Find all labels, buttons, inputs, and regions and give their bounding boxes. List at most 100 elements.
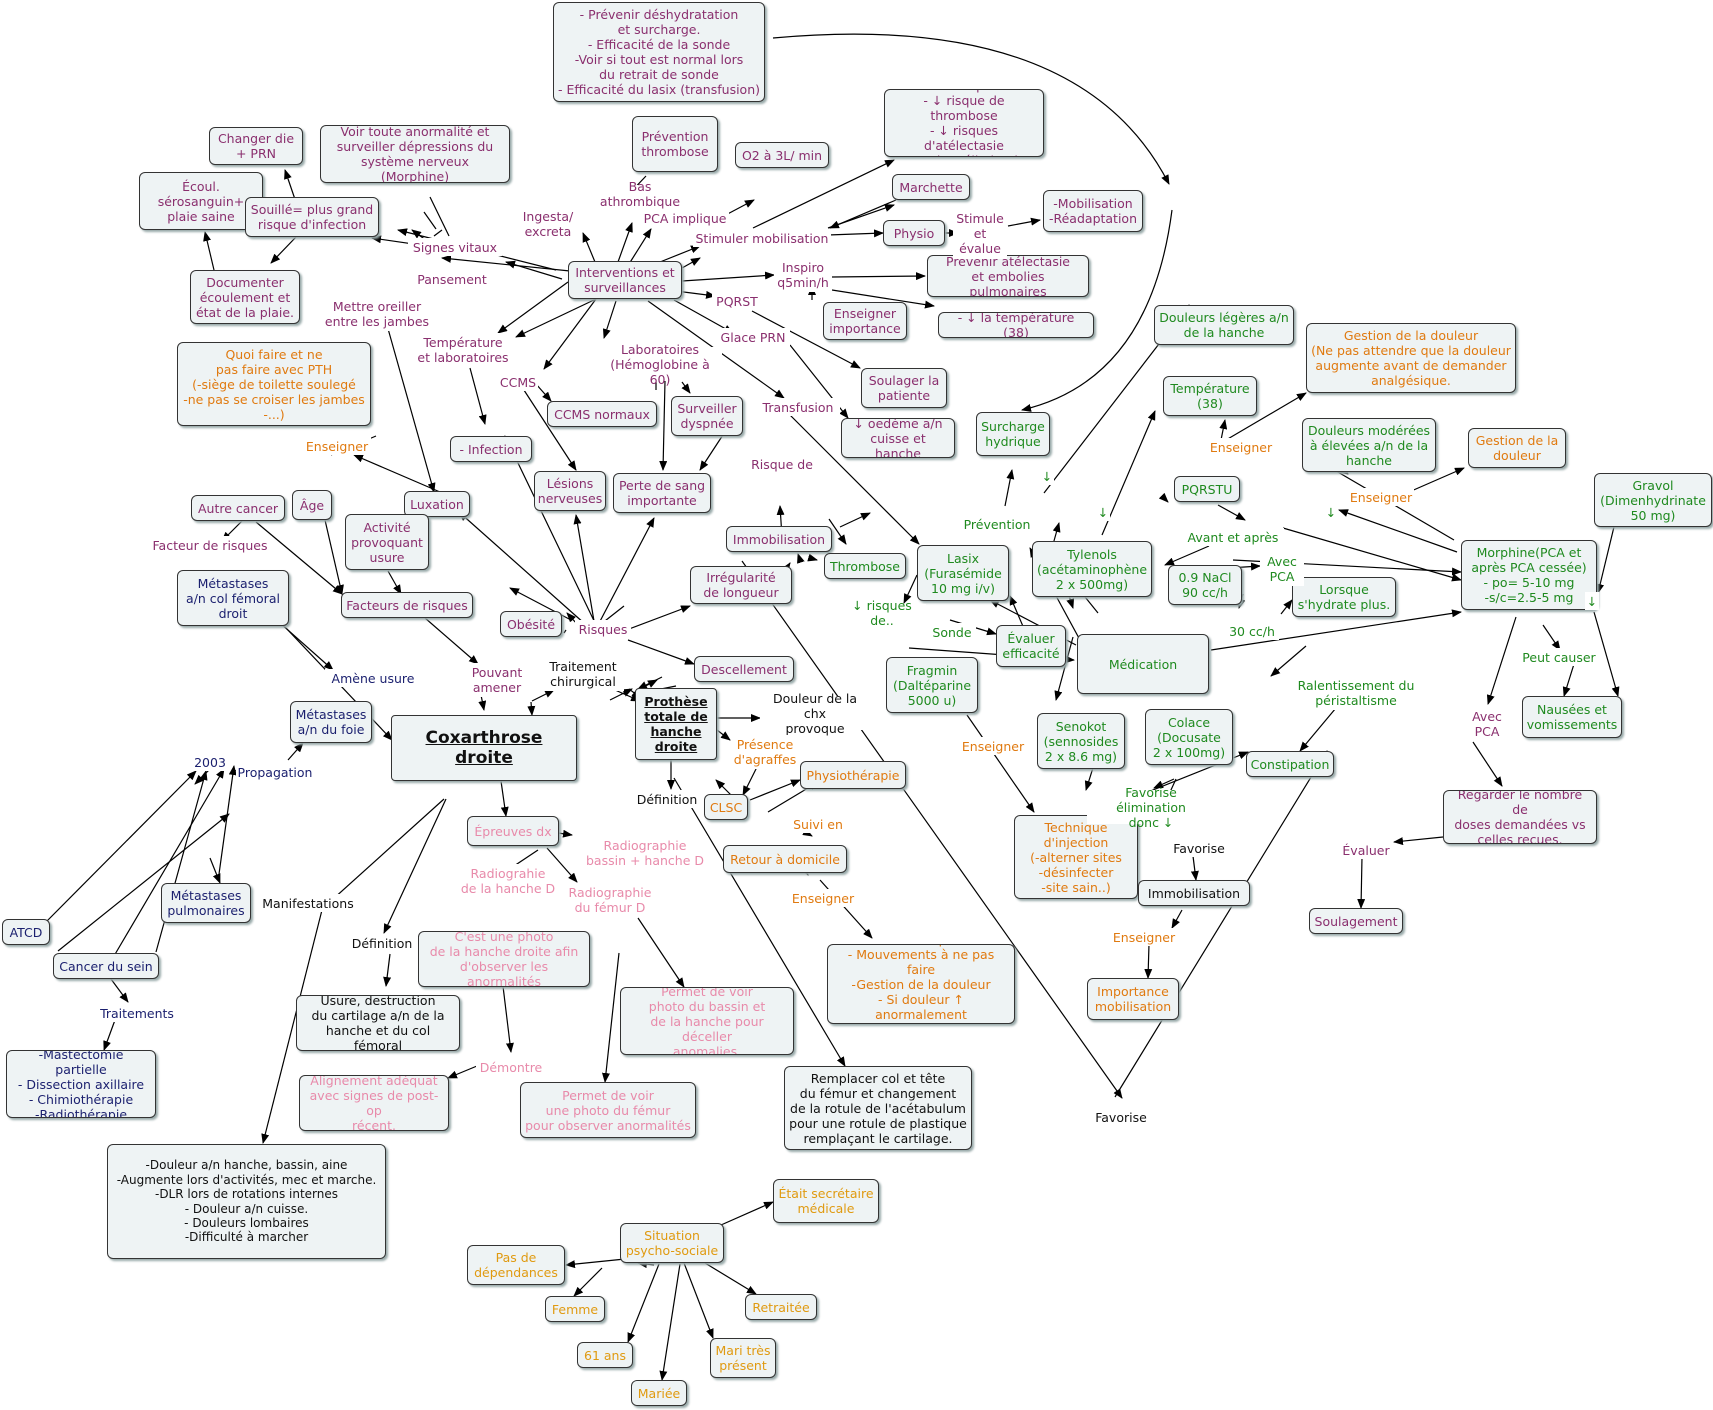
node-medication[interactable]: Médication xyxy=(1077,634,1209,694)
node-perte-de-sang-importante[interactable]: Perte de sang importante xyxy=(613,473,711,513)
node-obesite[interactable]: Obésité xyxy=(500,611,562,637)
node-facteurs-de-risques[interactable]: Facteurs de risques xyxy=(341,592,473,618)
node-lasix-furasemide-10-mg-i-v[interactable]: Lasix (Furasémide 10 mg i/v) xyxy=(917,545,1009,601)
node-soins-de-plaie-mouvements-a-ne-pas-f[interactable]: - Soins de plaie - Mouvements à ne pas f… xyxy=(827,944,1015,1024)
node-pqrstu[interactable]: PQRSTU xyxy=(1174,476,1240,502)
node-alignement-adequat-avec-signes-de-po[interactable]: Alignement adéquat avec signes de post-o… xyxy=(299,1075,449,1131)
link-label-ingesta-excreta: Ingesta/ excreta xyxy=(518,206,578,242)
node-souille-plus-grand-risque-d-infectio[interactable]: Souillé= plus grand risque d'infection xyxy=(245,197,379,237)
node-prevenir-atelectasie-et-embolies-pul[interactable]: Prévenir atélectasie et embolies pulmona… xyxy=(927,255,1089,297)
node-physiotherapie[interactable]: Physiothérapie xyxy=(800,761,906,789)
node-surcharge-hydrique[interactable]: Surcharge hydrique xyxy=(976,412,1050,456)
node-enseigner-importance[interactable]: Enseigner importance xyxy=(823,302,907,340)
node-activite-provoquant-usure[interactable]: Activité provoquant usure xyxy=(345,514,429,570)
node-usure-destruction-du-cartilage-a-n-d[interactable]: Usure, destruction du cartilage a/n de l… xyxy=(296,995,460,1051)
node-metastases-a-n-du-foie[interactable]: Métastases a/n du foie xyxy=(290,701,372,743)
node-mobilisation-readaptation[interactable]: -Mobilisation -Réadaptation xyxy=(1043,190,1143,232)
node-gestion-de-la-douleur[interactable]: Gestion de la douleur xyxy=(1468,428,1566,468)
node-surveiller-dyspnee[interactable]: Surveiller dyspnée xyxy=(671,396,743,436)
node-immobilisation[interactable]: Immobilisation xyxy=(726,526,832,552)
node-fragmin-dalteparine-5000-u[interactable]: Fragmin (Daltéparine 5000 u) xyxy=(886,657,978,713)
node-o2-a-3l-min[interactable]: O2 à 3L/ min xyxy=(735,142,829,168)
node-situation-psycho-sociale[interactable]: Situation psycho-sociale xyxy=(620,1223,724,1263)
connector-33 xyxy=(469,367,487,425)
connector-124 xyxy=(683,1262,714,1339)
node-clsc[interactable]: CLSC xyxy=(704,794,748,820)
node-mastectomie-partielle-dissection-axi[interactable]: -Mastectomie partielle - Dissection axil… xyxy=(6,1050,156,1118)
node-documenter-ecoulement-et-etat-de-la-[interactable]: Documenter écoulement et état de la plai… xyxy=(190,270,300,324)
node-regarder-le-nombre-de-doses-demandee[interactable]: Regarder le nombre de doses demandées vs… xyxy=(1443,790,1597,844)
node-irregularite-de-longueur[interactable]: Irrégularité de longueur xyxy=(690,566,792,604)
node-changer-die-prn[interactable]: Changer die + PRN xyxy=(209,127,303,165)
node-mari-tres-present[interactable]: Mari très présent xyxy=(710,1338,776,1378)
node-physio[interactable]: Physio xyxy=(883,220,945,246)
node-la-temperature-38[interactable]: - ↓ la température (38) xyxy=(938,312,1094,338)
node-ccms-normaux[interactable]: CCMS normaux xyxy=(547,401,657,427)
link-label-30-cc-h: 30 cc/h xyxy=(1225,622,1279,640)
node-femme[interactable]: Femme xyxy=(545,1296,605,1322)
node-lorsque-s-hydrate-plus[interactable]: Lorsque s'hydrate plus. xyxy=(1292,577,1396,617)
node-marchette[interactable]: Marchette xyxy=(892,174,970,200)
connector-111 xyxy=(601,952,620,1083)
node-retour-a-domicile[interactable]: Retour à domicile xyxy=(723,845,847,873)
node-nausees-et-vomissements[interactable]: Nausées et vomissements xyxy=(1522,696,1622,738)
node-remplacer-col-et-tete-du-femur-et-ch[interactable]: Remplacer col et tête du fémur et change… xyxy=(784,1066,972,1150)
node-soulager-la-patiente[interactable]: Soulager la patiente xyxy=(861,368,947,408)
node-tylenols-acetaminophene-2-x-500mg[interactable]: Tylenols (acétaminophène 2 x 500mg) xyxy=(1032,541,1152,597)
node-importance-mobilisation[interactable]: Importance mobilisation xyxy=(1087,978,1179,1020)
node-permet-de-voir-une-photo-du-femur-po[interactable]: Permet de voir une photo du fémur pour o… xyxy=(520,1082,696,1138)
node-c-est-une-photo-de-la-hanche-droite-[interactable]: C'est une photo de la hanche droite afin… xyxy=(418,931,590,987)
node-gravol-dimenhydrinate-50-mg[interactable]: Gravol (Dimenhydrinate 50 mg) xyxy=(1594,473,1712,527)
node-retablir-rapidement-risque-de-thromb[interactable]: -Rétablir + rapidement - ↓ risque de thr… xyxy=(884,89,1044,157)
node-0-9-nacl-90-cc-h[interactable]: 0.9 NaCl 90 cc/h xyxy=(1168,565,1242,605)
node-douleurs-moderees-a-elevees-a-n-de-l[interactable]: Douleurs modérées à élevées a/n de la ha… xyxy=(1302,418,1436,472)
connector-49 xyxy=(504,435,598,628)
node-voir-toute-anormalite-et-surveiller-[interactable]: Voir toute anormalité et surveiller dépr… xyxy=(320,125,510,183)
node-temperature-38[interactable]: Température (38) xyxy=(1163,376,1257,416)
node-prevenir-deshydratation-et-surcharge[interactable]: - Prévenir déshydratation et surcharge. … xyxy=(553,2,765,102)
node-constipation[interactable]: Constipation xyxy=(1246,751,1334,777)
link-label-amene-usure: Amène usure xyxy=(325,669,421,687)
node-thrombose[interactable]: Thrombose xyxy=(824,553,906,579)
node-senokot-sennosides-2-x-8-6-mg[interactable]: Senokot (sennosides 2 x 8.6 mg) xyxy=(1037,713,1125,769)
node-evaluer-efficacite[interactable]: Évaluer efficacité xyxy=(996,625,1066,667)
node-oedeme-a-n-cuisse-et-hanche[interactable]: ↓ oedème a/n cuisse et hanche xyxy=(841,418,955,458)
node-etait-secretaire-medicale[interactable]: Était secrétaire médicale xyxy=(773,1179,879,1223)
node-gestion-de-la-douleur-ne-pas-attendr[interactable]: Gestion de la douleur (Ne pas attendre q… xyxy=(1306,323,1516,393)
node-ecoul-serosanguin-plaie-saine[interactable]: Écoul. sérosanguin+ plaie saine xyxy=(139,172,263,230)
node-prevention-thrombose[interactable]: Prévention thrombose xyxy=(632,116,718,172)
connector-141 xyxy=(1101,410,1156,536)
node-descellement[interactable]: Descellement xyxy=(694,656,794,682)
link-label-radiographie-du-femur-d: Radiographie du fémur D xyxy=(560,883,660,917)
node-epreuves-dx[interactable]: Épreuves dx xyxy=(467,816,559,846)
node-technique-d-injection-alterner-sites[interactable]: Technique d'injection (-alterner sites -… xyxy=(1014,815,1138,899)
node-metastases-pulmonaires[interactable]: Métastases pulmonaires xyxy=(161,883,251,923)
node-permet-de-voir-photo-du-bassin-et-de[interactable]: Permet de voir photo du bassin et de la … xyxy=(620,987,794,1055)
node-douleurs-legeres-a-n-de-la-hanche[interactable]: Douleurs légères a/n de la hanche xyxy=(1154,305,1294,345)
connector-163 xyxy=(1562,663,1575,697)
node-colace-docusate-2-x-100mg[interactable]: Colace (Docusate 2 x 100mg) xyxy=(1145,709,1233,765)
node-mariee[interactable]: Mariée xyxy=(631,1380,687,1406)
connector-88 xyxy=(807,553,818,562)
node-douleur-a-n-hanche-bassin-aine-augme[interactable]: -Douleur a/n hanche, bassin, aine -Augme… xyxy=(107,1144,386,1259)
node-prothese-totale-de-hanche-droite[interactable]: Prothèse totale de hanche droite xyxy=(635,688,717,760)
node-lesions-nerveuses[interactable]: Lésions nerveuses xyxy=(534,471,606,511)
node-61-ans[interactable]: 61 ans xyxy=(577,1342,633,1368)
node-retraitee[interactable]: Retraitée xyxy=(745,1294,817,1320)
node-quoi-faire-et-ne-pas-faire-avec-pth-[interactable]: Quoi faire et ne pas faire avec PTH (-si… xyxy=(177,342,371,426)
node-coxarthrose-droite[interactable]: Coxarthrose droite xyxy=(391,715,577,781)
node-immobilisation[interactable]: Immobilisation xyxy=(1138,880,1250,906)
node-atcd[interactable]: ATCD xyxy=(2,919,50,945)
node-infection[interactable]: - Infection xyxy=(450,436,532,462)
node-morphine-pca-et-apres-pca-cessee-po-[interactable]: Morphine(PCA et après PCA cessée) - po= … xyxy=(1461,540,1597,610)
node-cancer-du-sein[interactable]: Cancer du sein xyxy=(53,953,159,979)
node-soulagement[interactable]: Soulagement xyxy=(1309,908,1403,934)
node-luxation[interactable]: Luxation xyxy=(404,491,470,517)
node-pas-de-dependances[interactable]: Pas de dépendances xyxy=(467,1245,565,1285)
connector-105 xyxy=(103,1019,116,1051)
link-label-item: ↓ xyxy=(1324,503,1338,521)
node-interventions-et-surveillances[interactable]: Interventions et surveillances xyxy=(568,261,682,299)
node-autre-cancer[interactable]: Autre cancer xyxy=(191,495,285,521)
node-age[interactable]: Âge xyxy=(292,490,332,520)
node-metastases-a-n-col-femoral-droit[interactable]: Métastases a/n col fémoral droit xyxy=(177,570,289,626)
